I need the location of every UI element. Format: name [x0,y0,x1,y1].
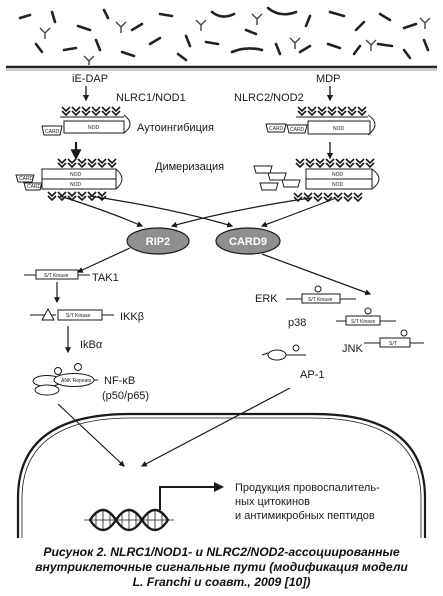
nod1-card-domain [41,125,63,136]
caption-line2: внутриклеточные сигнальные пути (модифик… [35,560,408,574]
tak1-kinase-domain-label: S/T Kinase [44,273,69,279]
erk-kinase-domain-label: S/T Kinase [308,297,333,303]
nucleus-output-line2: ных цитокинов [235,496,310,508]
nod2-nod-label: NOD [333,126,345,132]
receptor-nod2-label: NLRC2/NOD2 [234,92,304,104]
figure-caption: Рисунок 2. NLRC1/NOD1- и NLRC2/NOD2-ассо… [0,545,443,590]
nfkb-complex: ANK Repeats [32,363,98,396]
arrow-ap1-to-nucleus [140,387,291,467]
arrow-card9-to-mapk [261,253,372,296]
nucleus-output-line1: Продукция провоспалитель- [235,482,380,494]
p38-label: p38 [288,317,306,329]
nod1-dimer: NOD NOD CARD CARD [15,158,123,201]
nod2-dimer-nod-label-top: NOD [332,172,344,178]
ligand-mdp-label: MDP [316,73,340,85]
lrr-chevrons-nod1 [61,106,121,116]
ikkb-kinase: S/T Kinase [30,307,114,321]
lrr-chevrons-nod2 [297,106,367,116]
caption-line1: Рисунок 2. NLRC1/NOD1- и NLRC2/NOD2-ассо… [43,545,400,559]
nod1-dimer-nod-label-bottom: NOD [70,182,82,188]
nod2-monomer: NOD CARD CARD [265,106,376,136]
nod1-dimer-card-label-bottom: CARD [27,184,42,190]
nod1-dimer-card-label-top: CARD [19,176,34,182]
arrow-nfkb-to-nucleus [57,403,125,467]
nod1-monomer: NOD CARD [41,106,131,136]
nod2-card-label-a: CARD [269,126,284,132]
transcription-start-arrow [159,482,224,510]
nfkb-label: NF-κB [104,375,135,387]
rip2-label: RIP2 [146,236,170,248]
nod2-dimer-nod-bottom [305,178,373,190]
caption-line3: L. Franchi и соавт., 2009 [10]) [132,575,311,589]
jnk-kinase-domain-label: S/T [389,341,397,347]
nod1-nod-label: NOD [88,125,100,131]
erk-label: ERK [255,293,278,305]
autoinhibition-label: Аутоингибиция [137,122,214,134]
nod2-card-label-b: CARD [290,127,305,133]
card9-adaptor [215,227,281,255]
rip2-adaptor [126,227,190,255]
jnk-label: JNK [342,343,363,355]
tak1-label: TAK1 [92,272,119,284]
dimerization-label: Димеризация [155,161,224,173]
ikkb-label: IKKβ [120,311,144,323]
dimer-to-adaptor-arrows [59,195,337,228]
ikba-label: IkBα [80,339,103,351]
dna-double-helix [84,508,174,532]
nod2-dimer: NOD NOD [253,158,380,202]
bacterial-ligands-layer [6,4,437,66]
nuclear-envelope-outer [16,412,427,538]
nod1-card-label: CARD [45,129,60,135]
ap1-factor [261,344,306,361]
nuclear-envelope-inner [21,417,422,538]
jnk-kinase: S/T [364,329,424,348]
nod1-nod-domain [63,120,125,134]
erk-kinase: S/T Kinase [286,285,356,304]
card9-label: CARD9 [229,236,267,248]
nfkb-subunits-label: (p50/p65) [102,390,149,402]
ap1-label: AP-1 [300,369,324,381]
arrow-rip2-to-tak1 [76,247,131,273]
p38-kinase: S/T Kinase [336,307,396,326]
nod2-dimer-nod-label-bottom: NOD [332,182,344,188]
nucleus-output-line3: и антимикробных пептидов [235,510,375,522]
p38-kinase-domain-label: S/T Kinase [351,319,376,325]
nod2-card-domain-b [286,124,308,134]
ligand-ie-dap-label: iE-DAP [72,73,108,85]
nod2-card-domain-a [265,123,287,133]
ikkb-kinase-domain-label: S/T Kinase [66,313,91,319]
nod1-dimer-nod-label-top: NOD [70,172,82,178]
nod2-nod-domain [307,120,371,135]
receptor-nod1-label: NLRC1/NOD1 [116,92,186,104]
ank-repeats-label: ANK Repeats [61,378,92,384]
tak1-kinase: S/T Kinase [24,269,90,280]
